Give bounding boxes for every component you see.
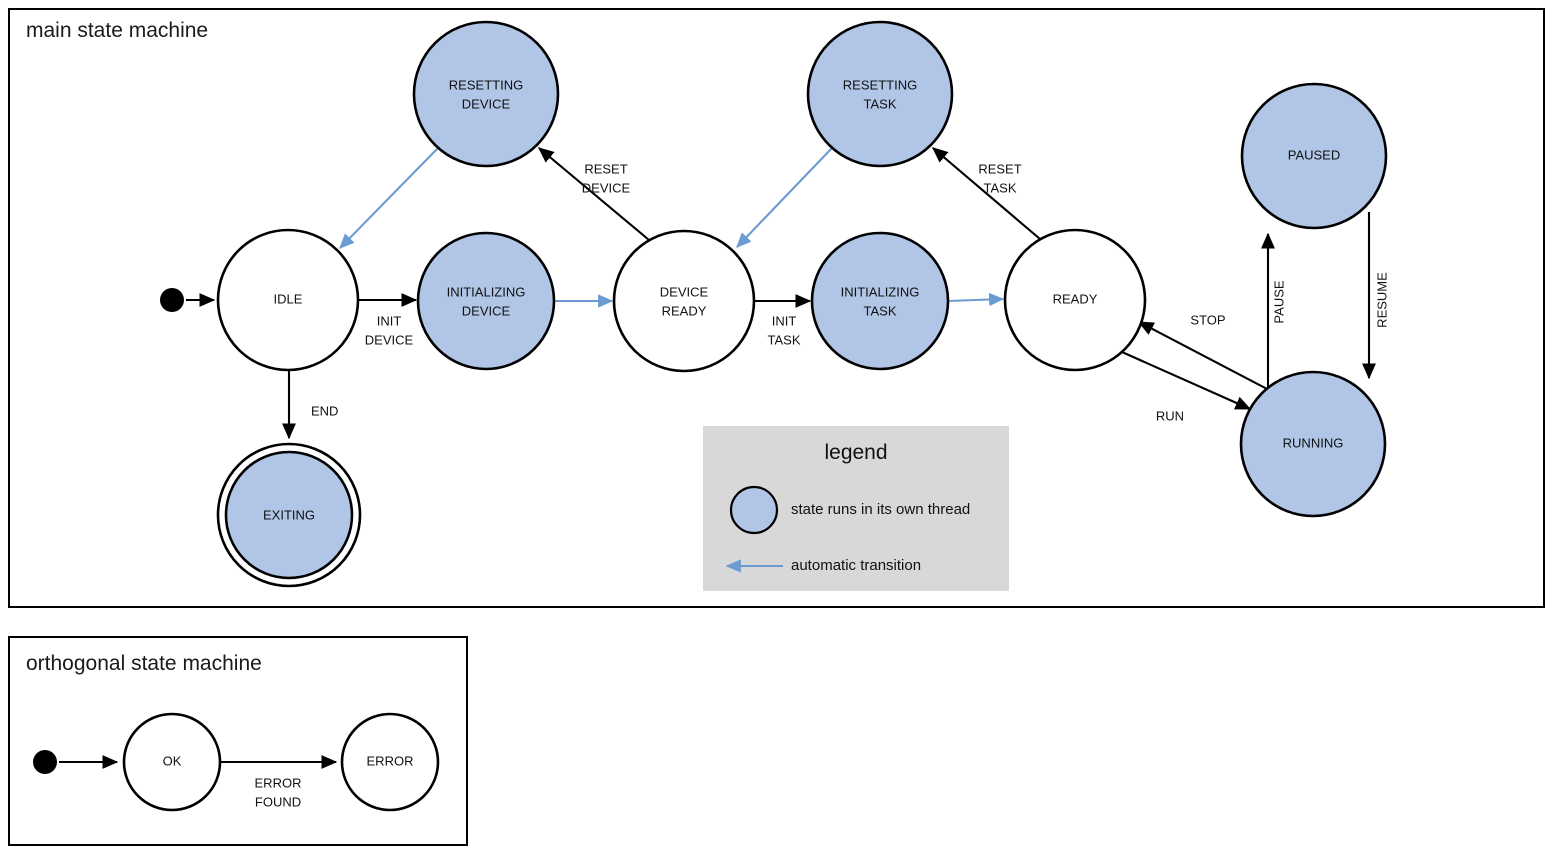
state-initializing-task-label-line1: INITIALIZING bbox=[841, 284, 920, 299]
state-paused-circle[interactable] bbox=[1240, 82, 1388, 230]
state-running-label: RUNNING bbox=[1283, 435, 1344, 450]
state-initializing-task[interactable]: INITIALIZING TASK bbox=[810, 231, 950, 371]
orthogonal-state-machine-title: orthogonal state machine bbox=[26, 652, 262, 675]
state-running-circle[interactable] bbox=[1239, 370, 1387, 518]
legend-item-label-auto: automatic transition bbox=[791, 557, 921, 574]
state-device-ready-label-line1: DEVICE bbox=[660, 284, 709, 299]
state-initializing-device-label-line2: DEVICE bbox=[462, 303, 511, 318]
state-ok-label: OK bbox=[163, 753, 182, 768]
edge-label-resume: RESUME bbox=[1374, 272, 1389, 328]
edge-line bbox=[1137, 321, 1270, 391]
state-error[interactable]: ERROR bbox=[340, 712, 440, 812]
edge-label-init-task-line1: INIT bbox=[772, 313, 797, 328]
edge-line-auto bbox=[947, 292, 1005, 307]
edge-label-end: END bbox=[311, 403, 338, 418]
state-resetting-task-circle[interactable] bbox=[806, 20, 954, 168]
transition-ready-to-resetting-task: RESET TASK bbox=[932, 147, 1041, 240]
state-resetting-task-label-line1: RESETTING bbox=[843, 77, 917, 92]
edge-label-init-device-line1: INIT bbox=[377, 313, 402, 328]
transition-ready-to-running: RUN bbox=[1121, 351, 1252, 423]
state-paused[interactable]: PAUSED bbox=[1240, 82, 1388, 230]
transition-paused-to-running: RESUME bbox=[1362, 212, 1389, 380]
transition-idle-to-exiting: END bbox=[282, 370, 338, 440]
transition-ok-to-error: ERROR FOUND bbox=[220, 755, 338, 809]
state-initializing-device[interactable]: INITIALIZING DEVICE bbox=[416, 231, 556, 371]
legend-item-label-threaded: state runs in its own thread bbox=[791, 501, 970, 518]
edge-line bbox=[538, 147, 650, 241]
transition-running-to-paused: PAUSE bbox=[1261, 232, 1286, 390]
state-ok-circle[interactable] bbox=[122, 712, 222, 812]
state-paused-label: PAUSED bbox=[1288, 147, 1341, 162]
state-resetting-task-label-line2: TASK bbox=[864, 96, 897, 111]
state-running[interactable]: RUNNING bbox=[1239, 370, 1387, 518]
edge-label-error-found-line1: ERROR bbox=[255, 775, 302, 790]
state-idle[interactable]: IDLE bbox=[216, 228, 360, 372]
edge-label-error-found-line2: FOUND bbox=[255, 794, 301, 809]
state-resetting-device[interactable]: RESETTING DEVICE bbox=[412, 20, 560, 168]
state-initializing-task-circle[interactable] bbox=[810, 231, 950, 371]
edge-label-reset-device-line2: DEVICE bbox=[582, 180, 631, 195]
state-device-ready-label-line2: READY bbox=[662, 303, 707, 318]
state-initializing-task-label-line2: TASK bbox=[864, 303, 897, 318]
edge-line bbox=[932, 147, 1041, 240]
state-exiting[interactable]: EXITING bbox=[216, 442, 362, 588]
state-resetting-task[interactable]: RESETTING TASK bbox=[806, 20, 954, 168]
legend: legend state runs in its own thread auto… bbox=[703, 426, 1009, 591]
state-exiting-outer-ring bbox=[216, 442, 362, 588]
legend-item-automatic-transition: automatic transition bbox=[725, 557, 921, 574]
state-ready[interactable]: READY bbox=[1003, 228, 1147, 372]
state-error-label: ERROR bbox=[367, 753, 414, 768]
state-error-circle[interactable] bbox=[340, 712, 440, 812]
state-initializing-device-circle[interactable] bbox=[416, 231, 556, 371]
state-resetting-device-label-line1: RESETTING bbox=[449, 77, 523, 92]
start-marker-orthogonal bbox=[33, 750, 57, 774]
state-device-ready-circle[interactable] bbox=[612, 229, 756, 373]
edge-line-auto bbox=[736, 147, 833, 248]
edge-line bbox=[1121, 351, 1252, 410]
state-idle-label: IDLE bbox=[274, 291, 303, 306]
state-ready-label: READY bbox=[1053, 291, 1098, 306]
state-resetting-device-label-line2: DEVICE bbox=[462, 96, 511, 111]
transition-initializing-task-to-ready bbox=[947, 292, 1005, 307]
edge-label-init-device-line2: DEVICE bbox=[365, 332, 414, 347]
transition-device-ready-to-initializing-task: INIT TASK bbox=[754, 294, 812, 347]
edge-label-run: RUN bbox=[1156, 408, 1184, 423]
state-device-ready[interactable]: DEVICE READY bbox=[612, 229, 756, 373]
edge-label-pause: PAUSE bbox=[1271, 280, 1286, 323]
legend-title: legend bbox=[824, 441, 887, 464]
transition-resetting-device-to-idle bbox=[339, 147, 439, 249]
state-ready-circle[interactable] bbox=[1003, 228, 1147, 372]
edge-label-reset-device-line1: RESET bbox=[584, 161, 627, 176]
transition-resetting-task-to-device-ready bbox=[736, 147, 833, 248]
edge-line-auto bbox=[339, 147, 439, 249]
start-marker-main bbox=[160, 288, 184, 312]
edge-label-init-task-line2: TASK bbox=[768, 332, 801, 347]
state-idle-circle[interactable] bbox=[216, 228, 360, 372]
transition-running-to-ready: STOP bbox=[1137, 312, 1270, 391]
transition-device-ready-to-resetting-device: RESET DEVICE bbox=[538, 147, 650, 241]
main-state-machine-title: main state machine bbox=[26, 19, 208, 42]
edge-label-reset-task-line1: RESET bbox=[978, 161, 1021, 176]
state-exiting-circle[interactable] bbox=[224, 450, 354, 580]
state-resetting-device-circle[interactable] bbox=[412, 20, 560, 168]
edge-label-stop: STOP bbox=[1190, 312, 1225, 327]
edge-label-reset-task-line2: TASK bbox=[984, 180, 1017, 195]
legend-item-threaded-state: state runs in its own thread bbox=[729, 485, 970, 535]
legend-thread-circle-icon bbox=[729, 485, 779, 535]
state-ok[interactable]: OK bbox=[122, 712, 222, 812]
transition-idle-to-initializing-device: INIT DEVICE bbox=[358, 293, 418, 347]
state-exiting-label: EXITING bbox=[263, 507, 315, 522]
state-initializing-device-label-line1: INITIALIZING bbox=[447, 284, 526, 299]
